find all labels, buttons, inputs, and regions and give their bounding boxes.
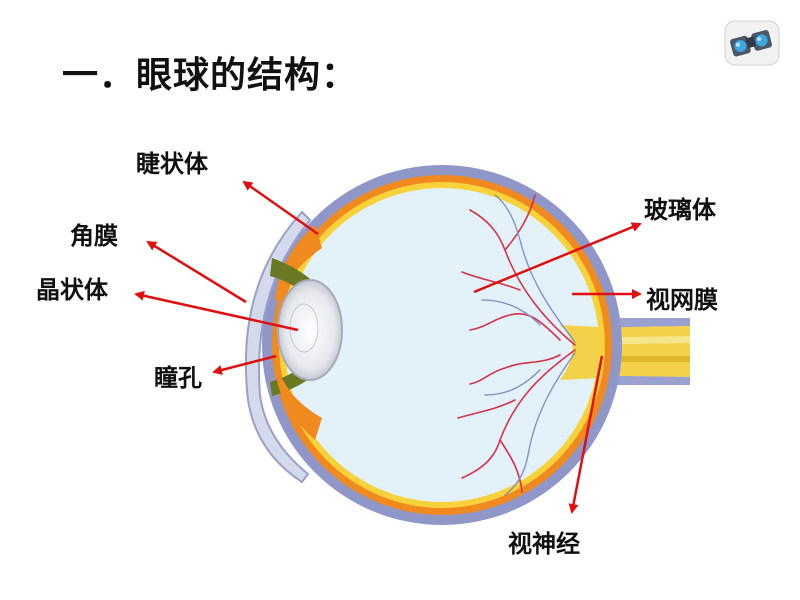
arrow-optic-nerve (568, 355, 604, 514)
binoculars-icon (724, 20, 780, 66)
label-ciliary-body: 睫状体 (136, 150, 208, 178)
label-retina: 视网膜 (646, 286, 718, 314)
optic-disc (560, 325, 600, 380)
label-optic-nerve: 视神经 (508, 530, 580, 558)
arrow-cornea (146, 240, 247, 304)
cornea-shape (244, 210, 312, 484)
label-lens: 晶状体 (36, 276, 108, 304)
arrow-pupil (212, 354, 277, 375)
blood-vessels (457, 194, 576, 496)
label-vitreous-body: 玻璃体 (644, 196, 716, 224)
ciliary-body-lower (275, 370, 322, 440)
arrow-ciliary-body (242, 180, 319, 236)
vitreous-body-shape (285, 188, 599, 502)
lens-shape (277, 279, 343, 381)
arrow-lens (134, 290, 299, 332)
arrow-vitreous-body (473, 222, 642, 294)
label-cornea: 角膜 (70, 222, 118, 250)
anterior-segment (244, 210, 343, 484)
label-arrows (134, 180, 642, 514)
page-title: 一．眼球的结构： (62, 55, 359, 96)
label-pupil: 瞳孔 (154, 364, 202, 392)
